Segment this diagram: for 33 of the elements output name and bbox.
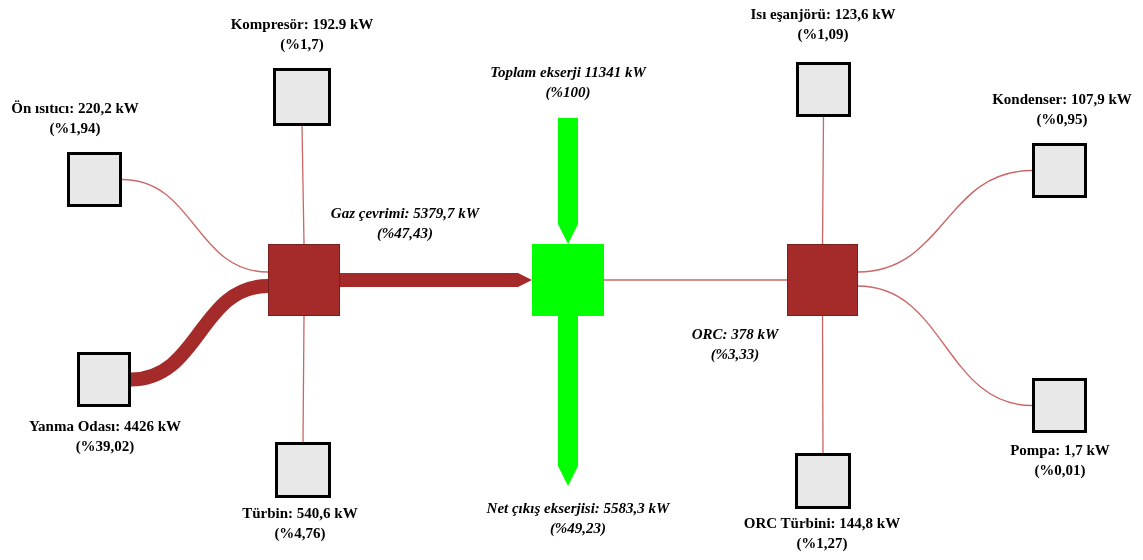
- exergy-value-label: Yanma Odası: 4426 kW: [28, 417, 182, 436]
- connector-line: [821, 315, 824, 454]
- exergy-value-label: Pompa: 1,7 kW: [1010, 441, 1110, 460]
- exergy-value-label: ORC: 378 kW: [691, 325, 779, 344]
- percent-label: (%0,95): [1036, 110, 1088, 129]
- exergy-value-label: Gaz çevrimi: 5379,7 kW: [330, 204, 480, 223]
- connector-line: [302, 315, 305, 443]
- flow-arrow: [340, 273, 532, 287]
- edge-label: Net çıkış ekserjisi: 5583,3 kW (%49,23): [485, 499, 671, 538]
- flow-arrow: [558, 118, 578, 244]
- exergy-value-label: Türbin: 540,6 kW: [242, 504, 358, 523]
- connector-line: [301, 125, 305, 245]
- edge-label: Toplam ekserji 11341 kW (%100): [489, 63, 648, 102]
- exergy-value-label: Kondenser: 107,9 kW: [992, 90, 1132, 109]
- exergy-value-label: Ön ısıtıcı: 220,2 kW: [11, 99, 139, 118]
- connector-line: [121, 178, 269, 273]
- exergy-value-label: Isı eşanjörü: 123,6 kW: [750, 5, 896, 24]
- connector-line: [821, 116, 825, 245]
- percent-label: (%1,27): [796, 534, 848, 553]
- exergy-value-label: Kompresör: 192.9 kW: [230, 15, 374, 34]
- connector-line: [857, 285, 1033, 407]
- exergy-value-label: ORC Türbini: 144,8 kW: [743, 514, 901, 533]
- flow-arrow: [558, 316, 578, 486]
- percent-label: (%47,43): [376, 224, 434, 243]
- connector-line: [603, 279, 788, 281]
- percent-label: (%3,33): [710, 345, 760, 364]
- percent-label: (%1,7): [280, 35, 324, 54]
- percent-label: (%0,01): [1034, 461, 1086, 480]
- percent-label: (%4,76): [274, 524, 326, 543]
- connector-line: [857, 169, 1033, 273]
- percent-label: (%1,09): [797, 25, 849, 44]
- percent-label: (%39,02): [75, 437, 135, 456]
- percent-label: (%1,94): [49, 119, 101, 138]
